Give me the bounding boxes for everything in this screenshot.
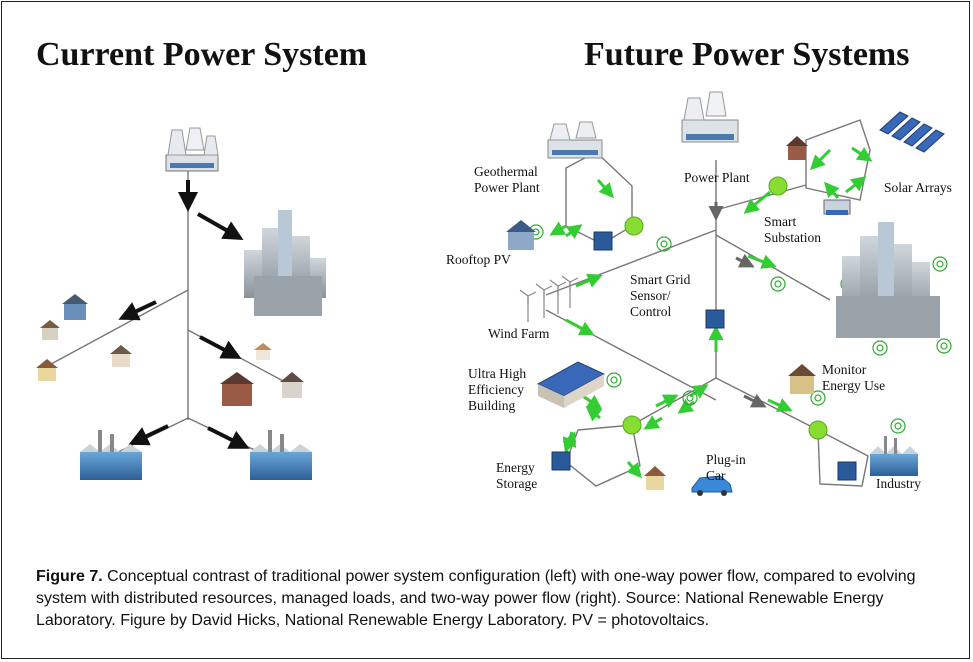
smart-grid-nodes (622, 176, 828, 440)
label-smart-grid-sensor: Smart Grid Sensor/ Control (630, 272, 691, 319)
label-rooftop-pv: Rooftop PV (446, 252, 511, 267)
energy-storage-cubes (551, 231, 857, 481)
monitor-energy-house-icon (788, 364, 816, 394)
right-power-plant-icon (681, 91, 739, 143)
label-geothermal-power-plant: Geothermal Power Plant (474, 164, 540, 195)
rooftop-pv-house-icon (506, 220, 536, 250)
substation-icon (823, 199, 851, 215)
wind-farm-icon (519, 275, 579, 322)
left-panel-title: Current Power System (36, 36, 368, 73)
label-power-plant: Power Plant (684, 170, 750, 185)
label-energy-storage: Energy Storage (496, 460, 538, 491)
label-solar-arrays: Solar Arrays (884, 180, 952, 195)
plug-in-car-icon (691, 475, 733, 496)
industry-icon (870, 436, 918, 476)
label-wind-farm: Wind Farm (488, 326, 550, 341)
label-ultra-high-efficiency-building: Ultra High Efficiency Building (468, 366, 527, 413)
label-industry: Industry (876, 476, 921, 491)
left-city-icon (244, 210, 326, 316)
label-plug-in-car: Plug-in Car (706, 452, 746, 483)
label-smart-substation: Smart Substation (764, 214, 822, 245)
left-factory-icons (80, 430, 312, 480)
green-flow-arrows (549, 146, 873, 479)
right-panel-title: Future Power Systems (584, 36, 910, 73)
figure-caption-text: Conceptual contrast of traditional power… (36, 568, 916, 629)
left-flow-arrows (118, 180, 250, 449)
solar-house-icon (786, 136, 808, 160)
solar-array-icon (879, 111, 945, 153)
gray-flow-arrows (708, 202, 767, 408)
right-city-icon (836, 222, 940, 338)
figure-caption: Figure 7. Conceptual contrast of traditi… (36, 566, 956, 632)
left-power-plant-icon (165, 127, 219, 172)
left-houses (36, 294, 304, 406)
geothermal-plant-icon (547, 121, 603, 159)
figure-label: Figure 7. (36, 568, 103, 585)
car-house-icon (644, 466, 666, 490)
efficiency-building-icon (536, 361, 606, 408)
label-monitor-energy-use: Monitor Energy Use (822, 362, 886, 393)
